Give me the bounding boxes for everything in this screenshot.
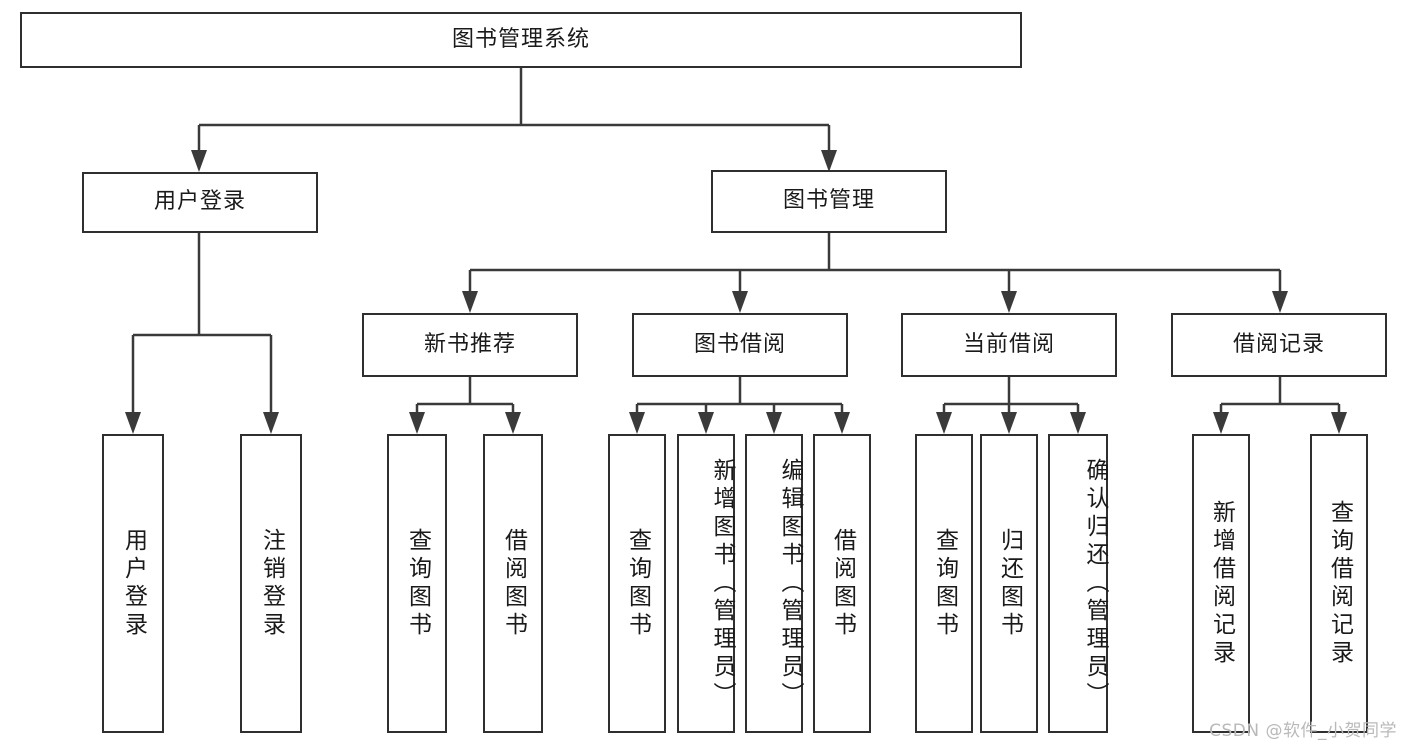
node-label: 图书管理 — [782, 188, 875, 214]
node-label: 注销登录 — [258, 527, 285, 640]
arrow-to-records — [1272, 291, 1288, 313]
leaf-borrow-edit-book-admin[interactable]: 编辑图书（管理员） — [745, 434, 803, 733]
leaf-borrow-add-book-admin[interactable]: 新增图书（管理员） — [677, 434, 735, 733]
leaf-current-return-book[interactable]: 归还图书 — [980, 434, 1038, 733]
arrow-borrow-leaf2 — [698, 412, 714, 434]
arrow-to-book-mgmt — [821, 150, 837, 172]
node-label: 借阅图书 — [500, 527, 527, 640]
node-label: 用户登录 — [120, 527, 147, 640]
node-label: 查询图书 — [624, 527, 651, 640]
arrow-user-login-leaf2 — [263, 412, 279, 434]
node-label: 查询借阅记录 — [1326, 499, 1353, 668]
arrow-to-user-login — [191, 150, 207, 172]
leaf-user-login-signin[interactable]: 用户登录 — [102, 434, 164, 733]
arrow-new-book-leaf2 — [505, 412, 521, 434]
arrow-to-current — [1001, 291, 1017, 313]
node-label: 新增图书（管理员） — [709, 457, 735, 710]
node-borrow-records[interactable]: 借阅记录 — [1171, 313, 1387, 377]
arrow-borrow-leaf4 — [834, 412, 850, 434]
node-user-login[interactable]: 用户登录 — [82, 172, 318, 233]
node-new-book-recommend[interactable]: 新书推荐 — [362, 313, 578, 377]
leaf-records-query-record[interactable]: 查询借阅记录 — [1310, 434, 1368, 733]
node-label: 归还图书 — [996, 527, 1023, 640]
node-label: 查询图书 — [931, 527, 958, 640]
node-label: 图书借阅 — [693, 331, 786, 357]
arrow-user-login-leaf1 — [125, 412, 141, 434]
node-current-borrow[interactable]: 当前借阅 — [901, 313, 1117, 377]
arrow-borrow-leaf3 — [766, 412, 782, 434]
node-root-library-system[interactable]: 图书管理系统 — [20, 12, 1022, 68]
node-label: 图书管理系统 — [451, 26, 590, 52]
node-label: 新书推荐 — [423, 331, 516, 357]
arrow-current-leaf3 — [1070, 412, 1086, 434]
arrow-borrow-leaf1 — [629, 412, 645, 434]
leaf-new-book-borrow[interactable]: 借阅图书 — [483, 434, 543, 733]
leaf-borrow-borrow-book[interactable]: 借阅图书 — [813, 434, 871, 733]
node-label: 编辑图书（管理员） — [777, 457, 803, 710]
leaf-records-add-record[interactable]: 新增借阅记录 — [1192, 434, 1250, 733]
arrow-to-borrow — [732, 291, 748, 313]
node-label: 查询图书 — [404, 527, 431, 640]
leaf-user-login-signout[interactable]: 注销登录 — [240, 434, 302, 733]
node-label: 借阅记录 — [1232, 331, 1325, 357]
arrow-records-leaf1 — [1213, 412, 1229, 434]
arrow-current-leaf2 — [1001, 412, 1017, 434]
node-book-management[interactable]: 图书管理 — [711, 170, 947, 233]
arrow-current-leaf1 — [936, 412, 952, 434]
leaf-current-query-book[interactable]: 查询图书 — [915, 434, 973, 733]
leaf-new-book-query[interactable]: 查询图书 — [387, 434, 447, 733]
node-label: 新增借阅记录 — [1208, 499, 1235, 668]
leaf-borrow-query-book[interactable]: 查询图书 — [608, 434, 666, 733]
node-label: 借阅图书 — [829, 527, 856, 640]
node-label: 当前借阅 — [962, 331, 1055, 357]
csdn-watermark: CSDN @软件_小贺同学 — [1209, 721, 1397, 741]
arrow-records-leaf2 — [1331, 412, 1347, 434]
node-label: 用户登录 — [153, 189, 246, 215]
arrow-to-new-book — [462, 291, 478, 313]
node-label: 确认归还（管理员） — [1082, 457, 1108, 710]
node-book-borrow[interactable]: 图书借阅 — [632, 313, 848, 377]
leaf-current-confirm-return-admin[interactable]: 确认归还（管理员） — [1048, 434, 1108, 733]
arrow-new-book-leaf1 — [409, 412, 425, 434]
